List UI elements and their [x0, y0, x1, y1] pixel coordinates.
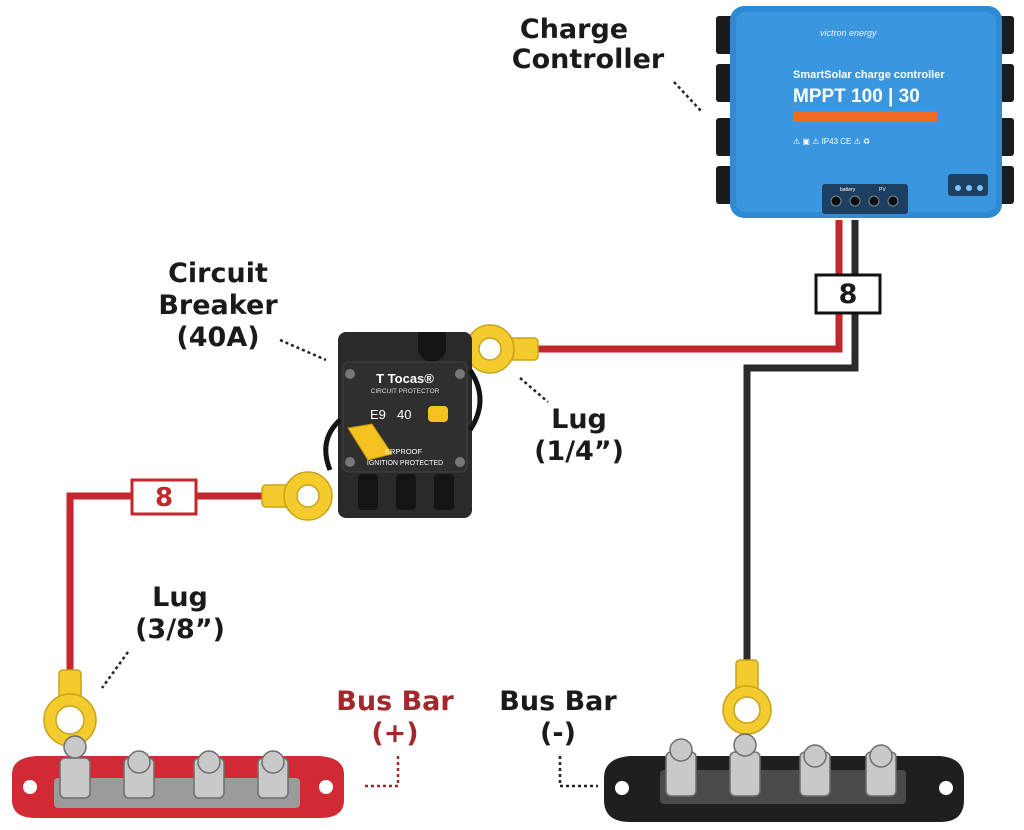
label-lug-three-eighths-line2: (3/8”) — [135, 614, 225, 645]
breaker-reset-button[interactable] — [428, 406, 448, 422]
leader-circuit-breaker — [279, 338, 327, 362]
label-bus-bar-negative-line2: (-) — [540, 718, 576, 749]
breaker-trip-lever[interactable] — [347, 423, 393, 461]
label-circuit-breaker-line2: Breaker — [158, 290, 278, 321]
bus-bar-negative-studs — [665, 733, 897, 797]
lug-quarter-inch — [465, 324, 539, 374]
wire-gauge-box-controller: 8 — [814, 273, 882, 315]
wire-gauge-label-breaker: 8 — [155, 483, 173, 513]
controller-marks: ⚠ ▣ ⚠ IP43 CE ⚠ ♻ — [793, 137, 870, 146]
leader-charge-controller — [673, 81, 703, 113]
breaker-brand: T Tocas® — [376, 371, 434, 386]
leader-bus-negative — [558, 756, 598, 788]
label-bus-bar-positive-line1: Bus Bar — [336, 686, 454, 717]
label-lug-quarter-line1: Lug — [551, 404, 607, 435]
bus-bar-positive — [12, 735, 344, 818]
bus-bar-positive-studs — [59, 735, 289, 799]
label-bus-bar-negative-line1: Bus Bar — [499, 686, 617, 717]
leader-lines — [100, 81, 703, 788]
lug-three-eighths-inch — [43, 669, 97, 747]
label-lug-quarter-line2: (1/4”) — [534, 436, 624, 467]
controller-brand: victron energy — [820, 28, 877, 38]
wire-gauge-label-controller: 8 — [839, 279, 858, 310]
bus-bar-negative — [604, 733, 964, 822]
controller-terminal-battery: battery — [840, 187, 856, 193]
breaker-code: E9 — [370, 407, 386, 422]
controller-model: MPPT 100 | 30 — [793, 86, 920, 107]
label-circuit-breaker-line3: (40A) — [176, 322, 259, 353]
label-bus-bar-positive-line2: (+) — [371, 718, 418, 749]
breaker-ignition: IGNITION PROTECTED — [367, 460, 443, 467]
label-charge-controller-line1: Charge — [520, 14, 628, 45]
leader-bus-positive — [364, 756, 400, 788]
label-charge-controller: Charge Controller — [512, 14, 665, 75]
charge-controller: victron energy SmartSolar charge control… — [716, 6, 1014, 218]
breaker-subtitle: CIRCUIT PROTECTOR — [371, 388, 440, 395]
controller-terminal-block: battery PV — [822, 184, 908, 214]
breaker-waterproof: ERPROOF — [385, 447, 423, 456]
label-circuit-breaker-line1: Circuit — [168, 258, 268, 289]
wire-gauge-box-breaker: 8 — [130, 478, 198, 516]
controller-stripe — [793, 111, 937, 122]
lug-breaker-output — [261, 471, 333, 521]
label-charge-controller-line2: Controller — [512, 44, 665, 75]
label-lug-three-eighths: Lug (3/8”) — [135, 582, 225, 645]
leader-lug-quarter — [519, 377, 549, 403]
label-lug-three-eighths-line1: Lug — [152, 582, 208, 613]
controller-terminal-pv: PV — [879, 187, 886, 193]
label-bus-bar-negative: Bus Bar (-) — [499, 686, 617, 749]
controller-status-leds — [948, 174, 988, 196]
breaker-rating: 40 — [397, 407, 411, 422]
lug-negative-bus — [722, 659, 772, 735]
positive-wire-controller-to-breaker — [520, 220, 843, 353]
leader-lug-three-eighths — [100, 651, 130, 689]
label-lug-quarter: Lug (1/4”) — [534, 404, 624, 467]
label-circuit-breaker: Circuit Breaker (40A) — [158, 258, 278, 353]
positive-wire-breaker-to-bus — [66, 492, 270, 672]
controller-model-line: SmartSolar charge controller — [793, 69, 945, 81]
label-bus-bar-positive: Bus Bar (+) — [336, 686, 454, 749]
circuit-breaker: T Tocas® CIRCUIT PROTECTOR E9 40 ERPROOF… — [261, 324, 539, 521]
